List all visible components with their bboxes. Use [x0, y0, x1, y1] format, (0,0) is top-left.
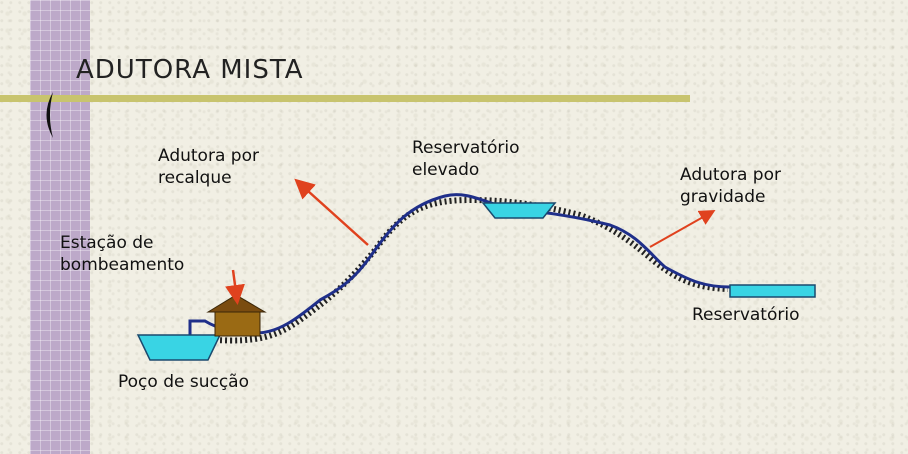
label-reservatorio: Reservatório	[692, 305, 800, 325]
label-reservatorio-elevado: Reservatório elevado	[412, 137, 519, 181]
slide-title: ADUTORA MISTA	[76, 55, 304, 85]
label-line: Estação de	[60, 233, 154, 253]
arrow-estacao	[225, 269, 245, 305]
label-line: gravidade	[680, 187, 766, 207]
ground-hatch	[214, 196, 729, 344]
lower-reservoir	[729, 284, 816, 298]
label-adutora-recalque: Adutora por recalque	[158, 145, 259, 189]
label-line: elevado	[412, 160, 480, 180]
label-line: Adutora por	[680, 165, 781, 185]
arrow-gravidade	[649, 210, 716, 248]
title-underline	[0, 95, 690, 102]
label-line: recalque	[158, 168, 232, 188]
label-line: Adutora por	[158, 146, 259, 166]
elevated-reservoir	[481, 202, 557, 219]
decorative-side-bar	[30, 0, 90, 454]
pipeline	[188, 193, 731, 337]
pump-house-body	[214, 311, 261, 337]
label-line: Reservatório	[412, 138, 520, 158]
suction-well	[136, 334, 222, 361]
label-adutora-gravidade: Adutora por gravidade	[680, 164, 781, 208]
left-bracket-icon	[46, 92, 53, 138]
label-estacao-bombeamento: Estação de bombeamento	[60, 232, 184, 276]
label-line: bombeamento	[60, 255, 185, 275]
label-poco-succao: Poço de sucção	[118, 372, 249, 392]
arrow-recalque	[294, 178, 369, 246]
